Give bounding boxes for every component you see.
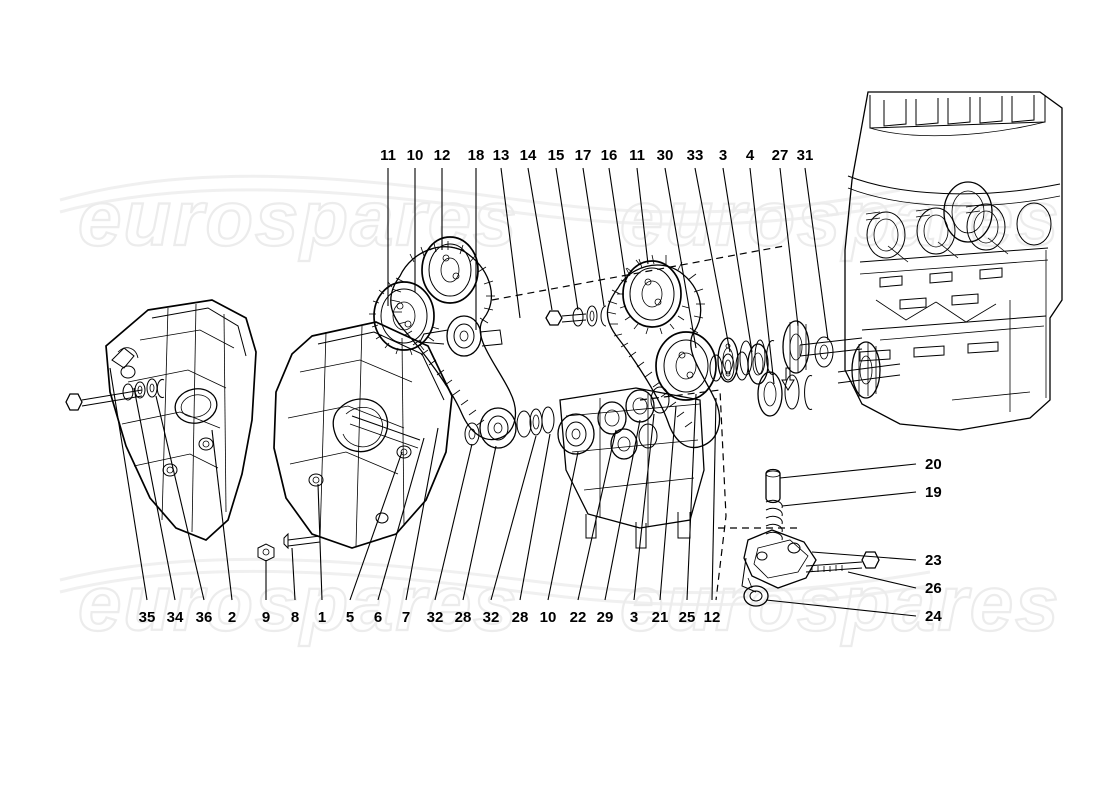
leader-lines-right [765, 463, 917, 617]
callout-number: 29 [597, 609, 614, 626]
callout-number: 34 [167, 609, 184, 626]
callout-number: 11 [380, 147, 396, 164]
callout-number: 32 [427, 609, 444, 626]
callout-number: 8 [291, 609, 299, 626]
timing-cover-inner [273, 321, 453, 549]
callout-number: 33 [687, 147, 704, 164]
dashed-line-upper [491, 245, 785, 301]
callout-number: 21 [652, 609, 669, 626]
callout-number: 35 [139, 609, 156, 626]
callout-number: 7 [402, 609, 410, 626]
callout-number: 13 [493, 147, 510, 164]
callout-number: 28 [455, 609, 472, 626]
callout-number: 25 [679, 609, 696, 626]
callout-number: 2 [228, 609, 236, 626]
camshaft-gear-upper [782, 320, 810, 374]
callout-number: 23 [925, 552, 942, 569]
watermark-text-4: eurospares [620, 559, 1061, 647]
callout-numbers-right: 20 19 23 26 24 [925, 456, 942, 625]
callout-number: 6 [374, 609, 382, 626]
callout-number: 20 [925, 456, 942, 473]
dashed-line-right-loop [639, 389, 727, 601]
pulley-camshaft-right [617, 259, 690, 335]
callout-number: 3 [719, 147, 727, 164]
bearing-stack [717, 337, 813, 417]
callout-number: 15 [548, 147, 565, 164]
idler-pulley-lower-left [479, 407, 517, 449]
watermark-text-2: eurospares [620, 174, 1061, 262]
callout-number: 26 [925, 580, 942, 597]
callout-number: 24 [925, 608, 942, 625]
belt-bolt-right [545, 305, 607, 327]
callout-number: 16 [601, 147, 618, 164]
pulley-crank-right [655, 331, 717, 401]
callout-number: 12 [704, 609, 721, 626]
callout-number: 10 [407, 147, 424, 164]
tensioner-spring [765, 499, 783, 541]
callout-number: 30 [657, 147, 674, 164]
callout-number: 17 [575, 147, 592, 164]
tensioner-assembly [741, 468, 880, 607]
callout-number: 28 [512, 609, 529, 626]
engine-block-group [844, 91, 1063, 431]
dashed-reference-lines [491, 245, 800, 601]
timing-belt-left [369, 236, 555, 449]
callout-number: 5 [346, 609, 354, 626]
small-fasteners-left [257, 532, 321, 562]
cover-bolt-assembly [65, 378, 165, 411]
callout-number: 1 [318, 609, 326, 626]
idler-roller-left [419, 315, 503, 357]
block-bolts [859, 267, 1003, 362]
callout-number: 32 [483, 609, 500, 626]
callout-number: 36 [196, 609, 213, 626]
leader-lines-top [387, 167, 829, 385]
callout-number: 10 [540, 609, 557, 626]
pulley-crank-left [369, 281, 440, 356]
callout-number: 4 [746, 147, 755, 164]
camshaft-gear-lower [851, 341, 881, 399]
callout-number: 19 [925, 484, 942, 501]
watermark-swoosh-top [59, 174, 911, 226]
callout-number: 27 [772, 147, 789, 164]
callout-number: 11 [629, 147, 645, 164]
idler-cluster-center [557, 386, 670, 460]
callout-number: 3 [630, 609, 638, 626]
pulley-camshaft-left [421, 236, 479, 304]
callout-number: 14 [520, 147, 537, 164]
lower-housing [557, 386, 705, 549]
leader-lines-bottom [109, 367, 717, 601]
camshaft-gear-train [717, 320, 901, 417]
watermark-text-3: eurospares [78, 559, 519, 647]
callout-number: 31 [797, 147, 814, 164]
callout-number: 18 [468, 147, 485, 164]
callout-number: 22 [570, 609, 587, 626]
callout-number: 9 [262, 609, 270, 626]
watermark-text-1: eurospares [78, 174, 519, 262]
spacer-stack-right [709, 343, 769, 385]
callout-number: 12 [434, 147, 451, 164]
